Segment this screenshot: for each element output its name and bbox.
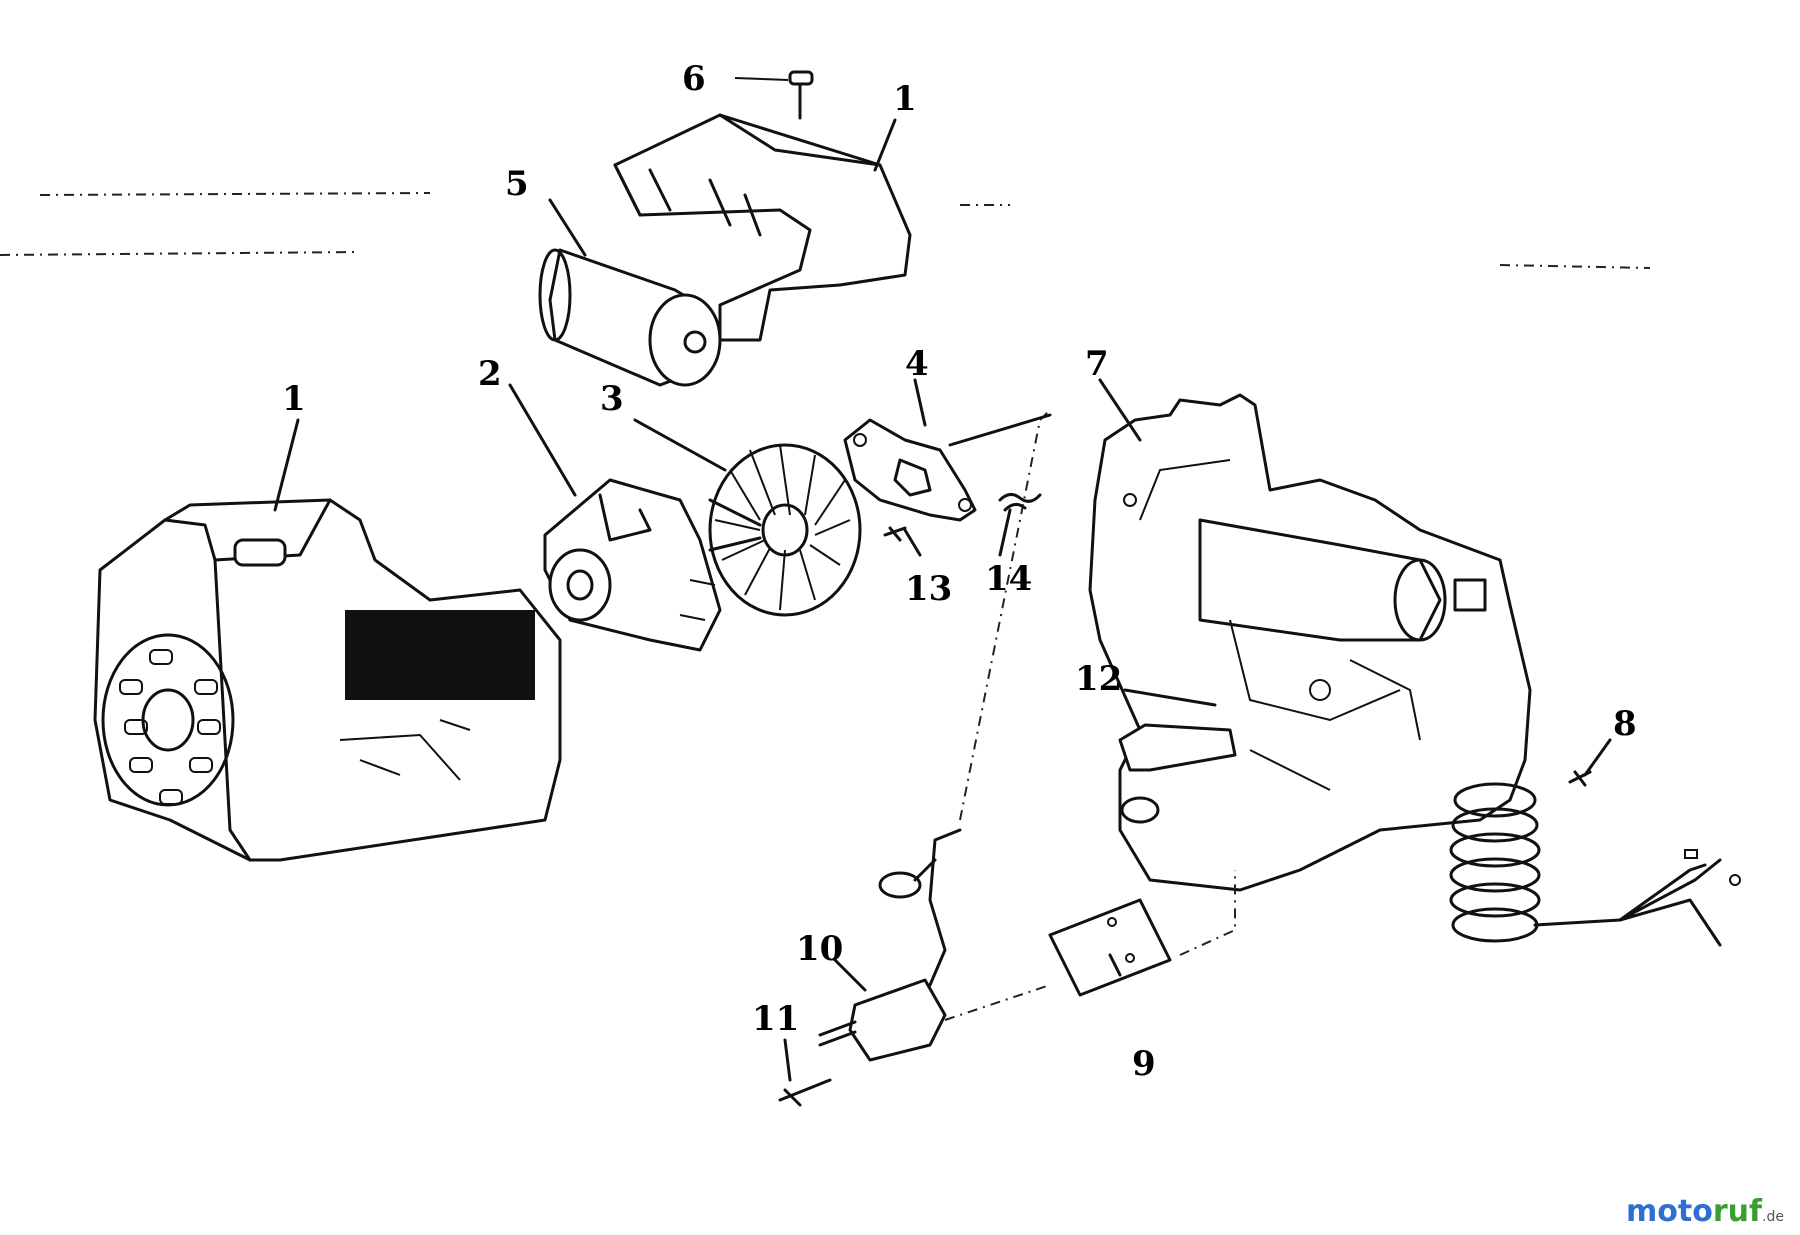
leader-lines	[273, 118, 1612, 1082]
motor-gear-housing-part	[1088, 393, 1532, 892]
power-cord-part	[1449, 782, 1741, 947]
callout-14: 14	[985, 559, 1032, 599]
motor-shroud-part	[93, 498, 562, 862]
callout-4: 4	[905, 344, 929, 384]
callout-1-left: 1	[282, 379, 306, 419]
switch-part	[818, 828, 1051, 1062]
callout-11: 11	[752, 999, 799, 1039]
callout-8: 8	[1613, 704, 1637, 744]
callout-10: 10	[796, 929, 843, 969]
capacitor-part	[538, 248, 722, 387]
guide-lines	[0, 192, 1651, 821]
top-screw-part	[734, 70, 814, 120]
watermark-logo: motoruf.de	[1626, 1194, 1784, 1229]
callout-1-top: 1	[893, 79, 917, 119]
switch-screw-part	[778, 1078, 832, 1107]
watermark-part2: ruf	[1712, 1194, 1763, 1229]
callout-5: 5	[505, 164, 529, 204]
spring-part	[998, 493, 1042, 512]
capacitor-cover-part	[613, 113, 912, 342]
callout-labels: 1 1 2 3 4 5 6 7 8 9 10 11 12 13 14	[282, 59, 1637, 1084]
watermark-tld: .de	[1762, 1209, 1784, 1225]
callout-7: 7	[1085, 344, 1109, 384]
callout-3: 3	[600, 379, 624, 419]
callout-9: 9	[1132, 1044, 1156, 1084]
screw-part	[883, 526, 907, 542]
bearing-bracket-part	[543, 478, 722, 652]
callout-12: 12	[1075, 659, 1122, 699]
watermark-part1: moto	[1626, 1194, 1713, 1229]
callout-13: 13	[905, 569, 952, 609]
callout-6: 6	[682, 59, 706, 99]
switch-plate-part	[1048, 870, 1236, 997]
gasket-part	[843, 413, 1052, 522]
fan-part	[708, 443, 862, 617]
callout-2: 2	[478, 354, 502, 394]
